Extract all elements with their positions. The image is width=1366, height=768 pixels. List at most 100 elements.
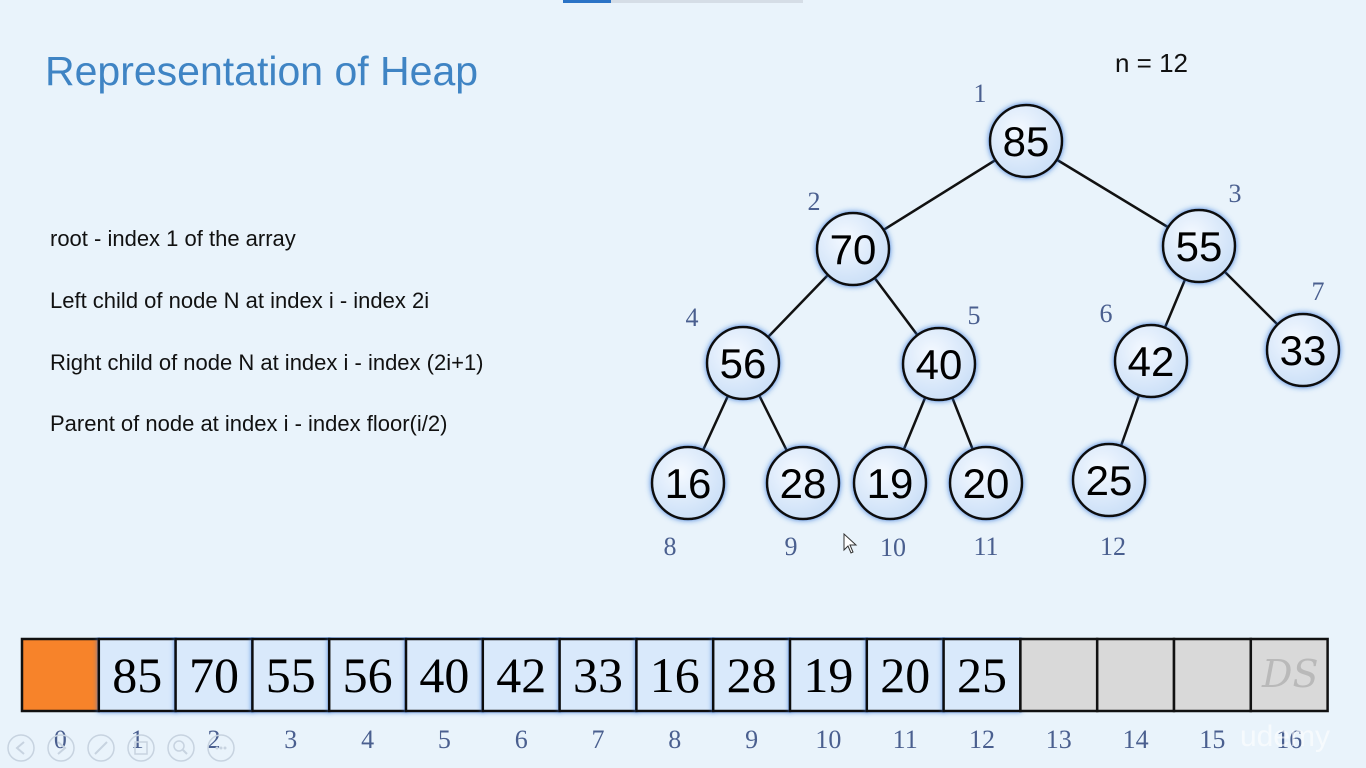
array-cell-13 [1019,637,1099,713]
array-index-label-14: 14 [1123,725,1149,754]
array-cell-value: 33 [573,647,623,703]
array-cell-0 [20,637,101,713]
tree-index-label-12: 12 [1100,532,1126,561]
array-index-label-4: 4 [361,725,374,754]
array-cell-box [788,637,869,713]
array-cell-14 [1095,637,1176,713]
array-cell-4: 56 [327,637,408,713]
array-cell-box [174,637,254,713]
array-index-label-1: 1 [131,725,144,754]
tree-index-label-1: 1 [974,79,987,108]
rule-parent: Parent of node at index i - index floor(… [50,411,448,436]
tree-node-value: 55 [1176,223,1223,270]
slide-grid-button[interactable] [127,734,155,762]
tree-node-circle [988,103,1064,179]
tree-node-7: 33 [1265,312,1341,388]
array-index-label-15: 15 [1199,725,1225,754]
rule-left-child: Left child of node N at index i - index … [50,288,430,313]
tree-node-value: 33 [1280,327,1327,374]
array-cell-11: 20 [865,637,945,713]
array-cell-value: 25 [957,647,1007,703]
slide-toolbar [7,734,235,762]
array-index-label-10: 10 [815,725,841,754]
tree-index-label-4: 4 [686,303,699,332]
array-cell-5: 40 [404,637,485,713]
array-cell-12: 25 [942,637,1022,713]
tree-node-circle [1071,442,1147,518]
tree-node-4: 56 [705,325,781,401]
rule-right-child: Right child of node N at index i - index… [50,350,484,375]
array-index-label-7: 7 [592,725,605,754]
tree-node-value: 25 [1086,457,1133,504]
array-cell-16 [1249,637,1329,713]
array-cell-box [711,637,792,713]
tree-node-value: 28 [780,460,827,507]
array-cell-box [20,637,101,713]
array-cell-box [635,637,715,713]
array-cell-box [97,637,177,713]
tree-node-circle [1113,323,1189,399]
array-cell-9: 28 [711,637,792,713]
tree-index-label-7: 7 [1312,277,1325,306]
tree-node-value: 19 [867,460,914,507]
tree-node-circle [650,445,726,521]
tree-index-label-9: 9 [785,532,798,561]
next-slide-button[interactable] [47,734,75,762]
tree-node-2: 70 [815,211,891,287]
array-cell-7: 33 [558,637,638,713]
pen-tool-button[interactable] [87,734,115,762]
tree-node-circle [901,326,977,402]
tree-node-3: 55 [1161,208,1237,284]
prev-slide-button[interactable] [7,734,35,762]
tree-node-circle [1161,208,1237,284]
array-cell-value: 70 [189,647,239,703]
tree-index-label-3: 3 [1229,179,1242,208]
array-cell-value: 55 [266,647,316,703]
tree-node-11: 20 [948,445,1024,521]
tree-node-value: 85 [1003,118,1050,165]
array-index-label-12: 12 [969,725,995,754]
tree-index-label-10: 10 [880,533,906,562]
array-cell-box [942,637,1022,713]
array-index-label-9: 9 [745,725,758,754]
array-cell-value: 56 [343,647,393,703]
array-cell-value: 28 [727,647,777,703]
tree-node-value: 56 [720,340,767,387]
array-cell-value: 19 [803,647,853,703]
array-cell-box [1095,637,1176,713]
array-index-label-8: 8 [668,725,681,754]
mouse-cursor-icon [843,533,858,554]
array-index-label-16: 16 [1276,725,1302,754]
array-cell-value: 40 [419,647,469,703]
array-cell-box [481,637,561,713]
ds-watermark: DS [1262,652,1319,696]
tree-edges [686,139,1304,484]
tree-node-value: 42 [1128,338,1175,385]
array-cell-2: 70 [174,637,254,713]
slide-title: Representation of Heap [45,48,479,94]
array-cell-box [1172,637,1253,713]
array-index-label-5: 5 [438,725,451,754]
tree-index-label-11: 11 [973,532,998,561]
array-cell-6: 42 [481,637,561,713]
tree-node-8: 16 [650,445,726,521]
tree-node-value: 16 [665,460,712,507]
array-cell-value: 20 [880,647,930,703]
more-options-button[interactable] [207,734,235,762]
top-progress-track [563,0,803,3]
tree-index-label-2: 2 [808,187,821,216]
node-count-label: n = 12 [1115,48,1189,78]
top-progress-indicator [563,0,611,3]
tree-index-label-8: 8 [664,532,677,561]
zoom-button[interactable] [167,734,195,762]
tree-node-value: 70 [830,226,877,273]
array-cell-box [558,637,638,713]
rule-root-index: root - index 1 of the array [50,226,296,251]
tree-node-value: 40 [916,341,963,388]
tree-node-12: 25 [1071,442,1147,518]
tree-node-6: 42 [1113,323,1189,399]
array-cell-3: 55 [251,637,331,713]
tree-node-value: 20 [963,460,1010,507]
